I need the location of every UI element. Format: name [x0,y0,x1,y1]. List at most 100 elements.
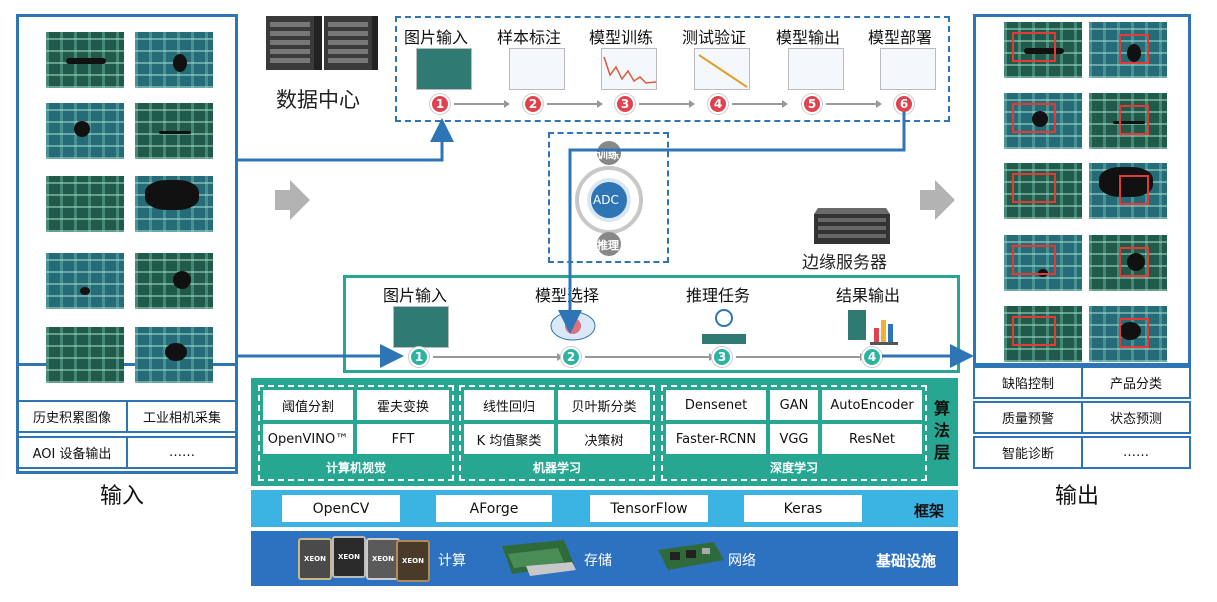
training-step-arrow [547,100,603,108]
algo-resnet: ResNet [822,424,922,454]
output-panel [973,14,1191,366]
algo-bayes: 贝叶斯分类 [558,390,650,420]
infra-compute-label: 计算 [438,553,466,569]
training-stage-preview [694,48,750,90]
adc-frame [548,132,669,263]
inference-stage-preview [846,306,902,348]
output-thumbnail [1004,235,1082,291]
algo-linear-reg: 线性回归 [464,390,554,420]
input-thumbnail [46,103,124,159]
xeon-bronze-chip-icon: XEON [396,540,430,582]
edge-server-label: 边缘服务器 [802,253,887,273]
inference-step-number: 3 [712,347,732,367]
framework-keras: Keras [744,495,862,522]
training-step-arrow [454,100,510,108]
training-step-arrow [639,100,695,108]
training-step-number: 6 [894,94,914,114]
output-thumbnail [1004,93,1082,149]
adc-infer-label: 推理 [597,239,619,252]
output-item-more: …… [1081,436,1191,469]
algo-threshold-seg: 阈值分割 [263,390,353,420]
training-pipeline-frame [395,16,950,122]
input-thumbnail [135,327,213,383]
inference-step-number: 4 [862,347,882,367]
output-thumbnail [1089,22,1167,78]
storage-card-icon [502,540,576,576]
ml-group-label: 机器学习 [532,461,581,475]
training-stage-preview [416,48,472,90]
inference-pipeline-frame [343,275,960,373]
training-step-arrow [826,100,882,108]
inference-step-number: 2 [561,347,581,367]
algorithm-layer-label: 算法层 [934,399,951,462]
output-item-defect-control: 缺陷控制 [973,366,1083,399]
output-thumbnail [1004,306,1082,362]
training-step-number: 3 [615,94,635,114]
input-source-camera: 工业相机采集 [126,400,238,433]
xeon-silver-chip-icon: XEON [366,538,400,580]
algo-faster-rcnn: Faster-RCNN [666,424,766,454]
training-step-number: 5 [802,94,822,114]
framework-layer-label: 框架 [914,502,945,520]
input-thumbnail [46,176,124,232]
algo-densenet: Densenet [666,390,766,420]
algo-openvino: OpenVINO™ [263,424,353,454]
input-thumbnail [135,253,213,309]
ml-group-frame [459,385,655,481]
infra-layer-label: 基础设施 [876,552,937,570]
adc-cycle-icon [575,141,643,256]
training-step-arrow [732,100,788,108]
inference-stage-preview [393,306,449,348]
server-rack-icon [266,16,378,70]
output-thumbnail [1004,22,1082,78]
framework-tensorflow: TensorFlow [590,495,708,522]
training-stage-title: 图片输入 [404,28,469,47]
training-step-number: 4 [708,94,728,114]
inference-stage-preview [696,306,752,348]
output-item-state-predict: 状态预测 [1081,401,1191,434]
xeon-platinum-chip-icon: XEON [332,536,366,578]
input-source-history: 历史积累图像 [16,400,128,433]
input-thumbnail [135,103,213,159]
output-thumbnail [1089,93,1167,149]
training-stage-title: 样本标注 [497,28,562,47]
input-lower-frame [16,366,238,474]
output-thumbnail [1089,306,1167,362]
inference-stage-title: 推理任务 [686,286,751,305]
output-thumbnail [1004,163,1082,219]
algo-gan: GAN [770,390,818,420]
algo-decision-tree: 决策树 [558,424,650,454]
inference-step-number: 1 [409,347,429,367]
cv-group-frame [258,385,454,481]
algo-kmeans: K 均值聚类 [464,424,554,454]
input-thumbnail [135,176,213,232]
input-thumbnail [46,253,124,309]
training-step-number: 1 [430,94,450,114]
inference-stage-title: 图片输入 [383,286,448,305]
edge-server-icon [814,208,890,244]
inference-stage-title: 模型选择 [535,286,600,305]
output-item-quality-warning: 质量预警 [973,401,1083,434]
output-item-diagnosis: 智能诊断 [973,436,1083,469]
output-item-product-class: 产品分类 [1081,366,1191,399]
infra-network-label: 网络 [728,553,756,569]
training-stage-title: 模型训练 [589,28,654,47]
framework-aforge: AForge [436,495,552,522]
training-stage-preview [601,48,657,90]
input-thumbnail [135,32,213,88]
input-thumbnail [46,327,124,383]
network-card-icon [658,542,724,570]
training-stage-title: 测试验证 [682,28,747,47]
algo-hough: 霍夫变换 [357,390,449,420]
datacenter-label: 数据中心 [276,88,360,112]
inference-step-arrow [433,353,563,361]
infra-storage-label: 存储 [584,553,612,569]
training-stage-preview [509,48,565,90]
dl-group-label: 深度学习 [769,461,818,475]
xeon-gold-chip-icon: XEON [298,538,332,580]
output-thumbnail [1089,235,1167,291]
dl-group-frame [661,385,927,481]
inference-stage-title: 结果输出 [836,286,901,305]
output-caption: 输出 [1055,484,1100,509]
